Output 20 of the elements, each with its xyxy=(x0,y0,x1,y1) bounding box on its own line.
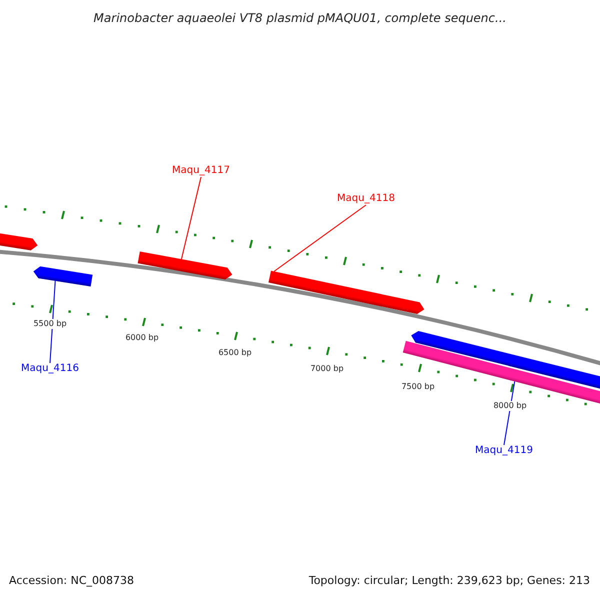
scale-label: 6000 bp xyxy=(124,333,160,343)
scale-label: 7500 bp xyxy=(400,382,436,392)
gene-label: Maqu_4118 xyxy=(337,194,395,204)
scale-label: 6500 bp xyxy=(217,348,253,358)
gene-arrow xyxy=(268,270,426,316)
gene-arrow xyxy=(137,251,233,281)
gene-label: Maqu_4119 xyxy=(475,446,533,456)
gene-label: Maqu_4117 xyxy=(172,166,230,176)
gene-label: Maqu_4116 xyxy=(21,364,79,374)
leader-line xyxy=(50,280,56,364)
footer-text: Accession: NC_008738 xyxy=(9,575,134,586)
gene-arrow xyxy=(32,265,92,287)
footer-text: Topology: circular; Length: 239,623 bp; Genes: 213 xyxy=(308,575,590,586)
map-title: Marinobacter aquaeolei VT8 plasmid pMAQU01, complete sequenc... xyxy=(94,12,506,24)
leader-line xyxy=(180,176,202,260)
scale-label: 5500 bp xyxy=(32,319,68,329)
leader-line xyxy=(504,380,516,446)
leader-line xyxy=(274,204,366,272)
scale-label: 8000 bp xyxy=(492,401,528,411)
scale-label: 7000 bp xyxy=(309,364,345,374)
